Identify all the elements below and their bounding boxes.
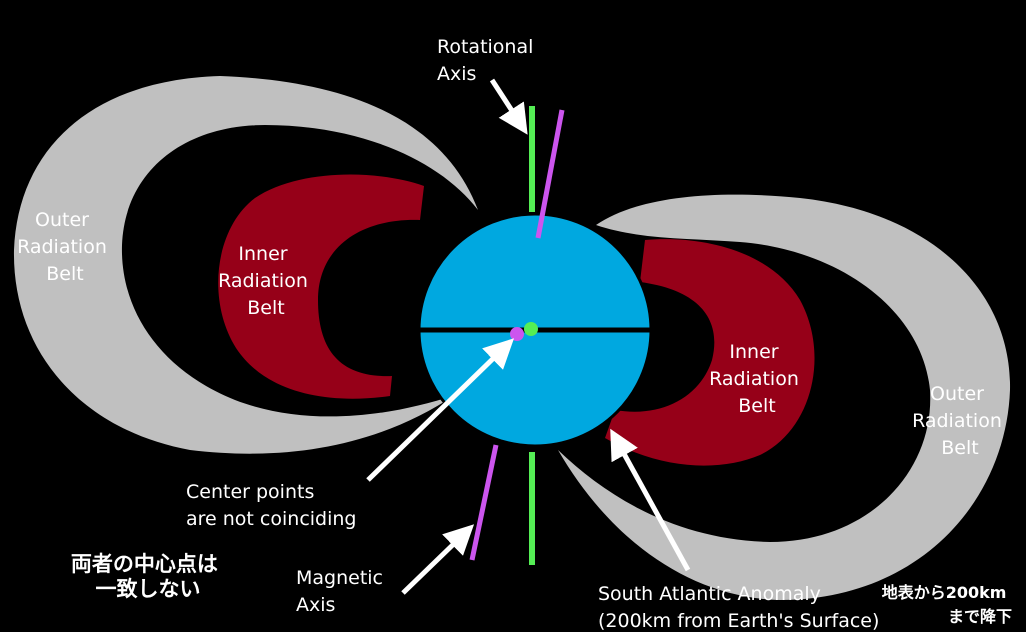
inner-radiation-belt-left [218,174,424,399]
arrow-to-center-points [366,338,515,482]
inner-radiation-belt-right [605,239,815,466]
center-points-label: Center points are not coinciding [186,481,356,530]
inner-belt-right-label: Inner Radiation Belt [709,341,805,417]
outer-radiation-belt-right [558,194,1011,600]
rotational-axis-label: Rotational Axis [437,36,539,85]
magnetic-center-point [510,327,524,341]
arrow-to-rotational-axis [489,78,528,135]
outer-belt-right-label: Outer Radiation Belt [912,383,1008,459]
arrow-to-magnetic-axis [401,524,475,595]
outer-belt-left-label: Outer Radiation Belt [17,209,113,285]
magnetic-axis-label: Magnetic Axis [296,567,389,616]
arrow-to-south-atlantic-anomaly [610,428,691,572]
outer-radiation-belt-left [13,76,478,454]
magnetic-axis-lower [469,444,499,561]
inner-belt-left-label: Inner Radiation Belt [218,243,314,319]
south-atlantic-anomaly-label: South Atlantic Anomaly (200km from Earth… [598,583,879,632]
magnetic-axis-upper [535,109,565,239]
jp-anomaly-note: 地表から200km まで降下 [882,583,1012,626]
jp-center-points-note: 両者の中心点は 一致しない [71,552,225,601]
geographic-center-point [524,322,538,336]
